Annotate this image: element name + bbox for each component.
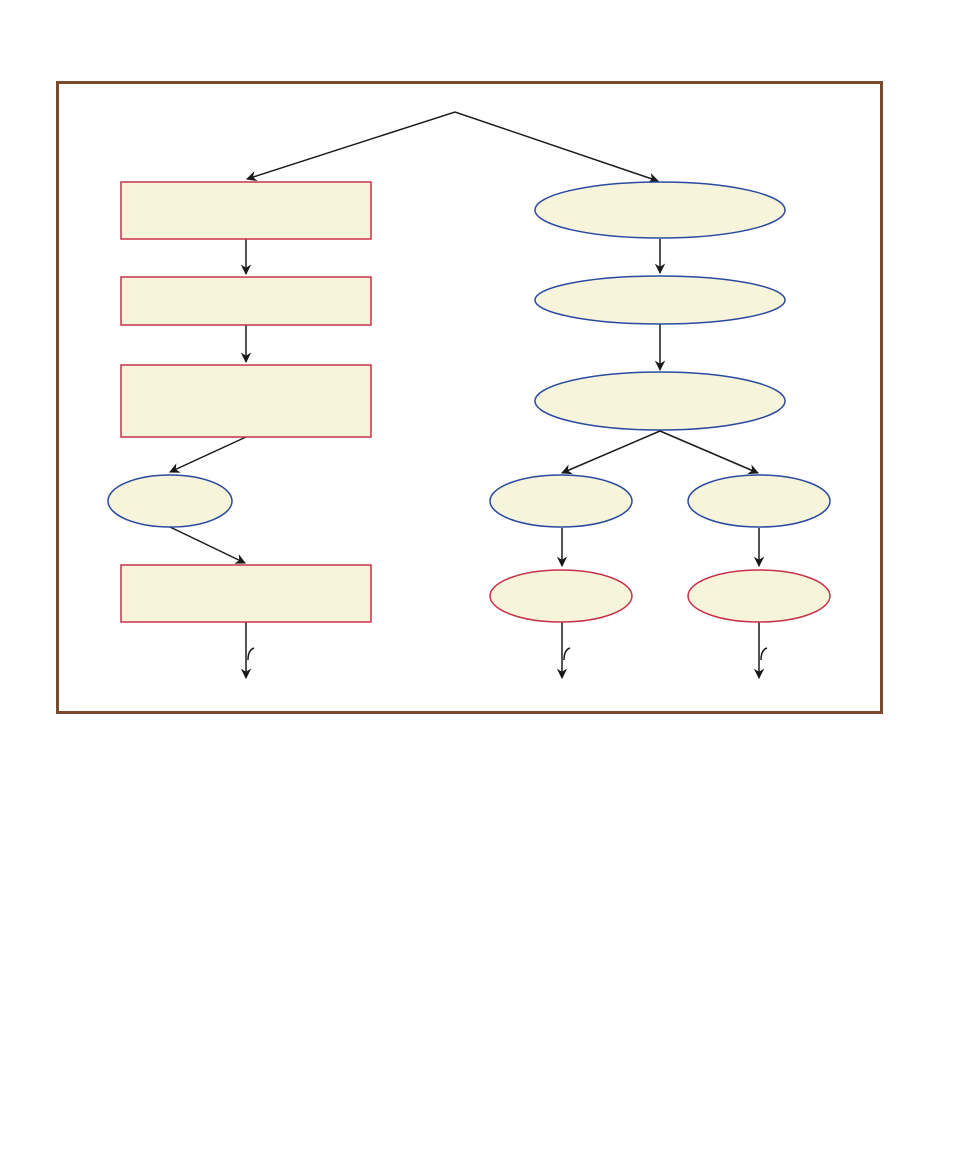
- right-ellipse-3: [534, 371, 786, 431]
- continuation-hook-right: [760, 647, 768, 661]
- left-column: [107, 181, 372, 623]
- diagram-frame: [56, 81, 883, 714]
- right-branch-connector: [561, 430, 759, 475]
- left-box-4: [120, 564, 372, 623]
- right-branch-right-red-ellipse: [687, 569, 831, 623]
- left-box-2: [120, 276, 372, 326]
- continuation-hook-middle: [563, 647, 571, 661]
- right-branch-left-ellipse: [489, 474, 633, 528]
- right-ellipse-1: [534, 181, 786, 239]
- right-branch-right-ellipse: [687, 474, 831, 528]
- right-ellipse-2: [534, 275, 786, 325]
- arrow-left-ellipse-to-box4: [169, 526, 246, 564]
- left-box-3: [120, 364, 372, 438]
- right-branch-left-red-ellipse: [489, 569, 633, 623]
- continuation-hook-left: [247, 647, 255, 661]
- left-ellipse: [107, 474, 233, 528]
- right-column: [489, 181, 831, 623]
- arrow-left-box3-to-ellipse: [169, 436, 247, 473]
- root-split-connector: [246, 111, 659, 183]
- connectors: [169, 111, 768, 680]
- left-box-1: [120, 181, 372, 240]
